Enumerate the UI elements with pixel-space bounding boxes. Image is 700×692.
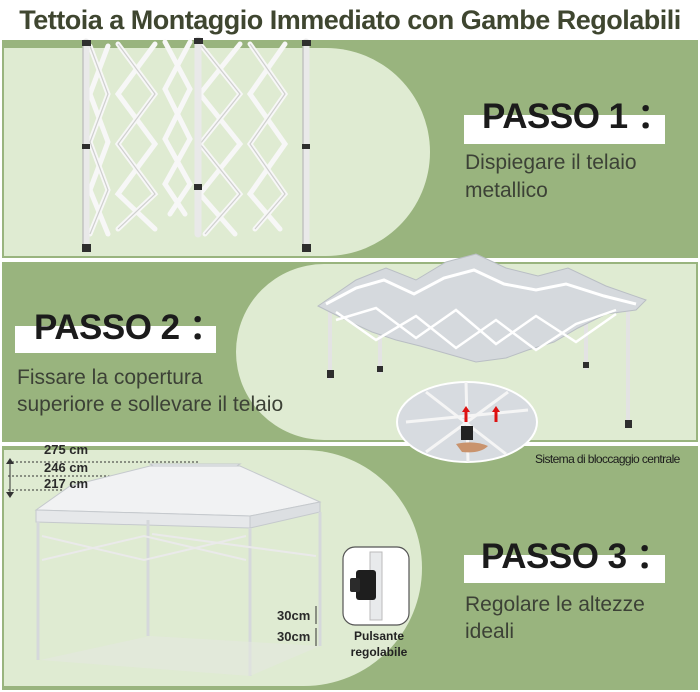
step1-description-line1: Dispiegare il telaio	[465, 151, 637, 174]
step3-label-box	[464, 555, 665, 583]
step3-label: PASSO 3 ：	[481, 537, 671, 576]
step3-description-line2: ideali	[465, 620, 515, 643]
adjust-step-1: 30cm	[277, 608, 311, 623]
adjustable-button-detail	[342, 546, 410, 626]
adjust-step-2: 30cm	[277, 629, 311, 644]
button-caption-line2: regolabile	[350, 645, 408, 659]
height-275: 275 cm	[44, 442, 89, 457]
step1-label-box	[464, 115, 665, 144]
lock-system-caption: Sistema di bloccaggio centrale	[535, 452, 680, 466]
page-title: Tettoia a Montaggio Immediato con Gambe …	[19, 5, 681, 35]
step2-label: PASSO 2 ：	[34, 308, 224, 347]
assembled-canopy-illustration	[6, 458, 322, 676]
central-lock-inset	[396, 381, 538, 463]
step3-description-line1: Regolare le altezze	[465, 593, 645, 616]
button-caption-line1: Pulsante	[353, 629, 404, 643]
step2-description-line1: Fissare la copertura	[17, 366, 203, 389]
canopy-frame-illustration	[317, 253, 647, 428]
folded-frame-illustration	[82, 36, 311, 252]
height-246: 246 cm	[44, 460, 89, 475]
step2-description-line2: superiore e sollevare il telaio	[17, 393, 284, 416]
step1-label: PASSO 1 ：	[482, 97, 672, 136]
step2-label-box	[15, 326, 216, 353]
step1-description-line2: metallico	[465, 179, 548, 202]
height-217: 217 cm	[44, 476, 89, 491]
